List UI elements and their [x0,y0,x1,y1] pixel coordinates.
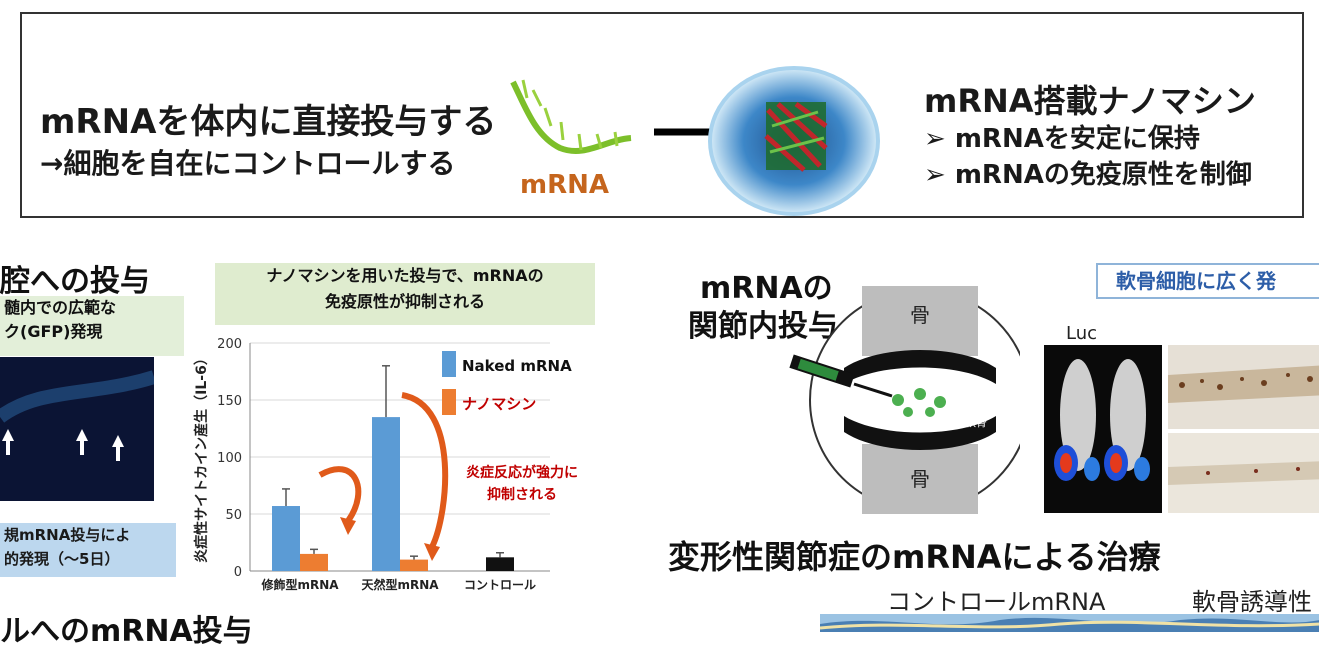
left-bottom-heading: ルへのmRNA投与 [0,614,253,649]
y-tick-label: 0 [234,565,242,580]
nanomachine-title: mRNA搭載ナノマシン [924,82,1256,120]
oa-treatment-title: 変形性関節症のmRNAによる治療 [668,538,1161,576]
histology-image-1 [1168,345,1319,429]
cartilage-expression-box: 軟骨細胞に広く発 [1096,263,1319,299]
x-tick-label: 天然型mRNA [361,577,439,592]
cartilage-inducing-label: 軟骨誘導性 [1192,588,1312,616]
injection-title: mRNAの 関節内投与 [688,270,838,346]
arrow-up-icon [2,429,124,461]
lead-subtitle: →細胞を自在にコントロールする [40,147,456,180]
decrease-arrow [318,466,362,523]
injection-title-line: 関節内投与 [688,309,838,344]
legend-swatch [442,351,456,377]
control-mrna-label: コントロールmRNA [887,588,1106,616]
bar [372,417,400,571]
left-caption-box: 髄内での広範な ク(GFP)発現 [0,296,184,356]
bullet-arrow-icon: ➢ [924,160,955,190]
joint-diagram: 骨 骨 軟骨 [789,286,1020,514]
x-tick-label: 修飾型mRNA [260,577,339,592]
luciferase-image [1044,345,1162,513]
y-axis-label: 炎症性サイトカイン産生（IL-6） [193,351,210,563]
legend-label: Naked mRNA [462,357,572,375]
nanomachine-image [708,66,880,216]
left-note-box: 規mRNA投与によ 的発現（〜5日） [0,523,176,577]
bone-bottom-label: 骨 [910,467,930,491]
y-tick-label: 150 [217,394,242,409]
lead-title: mRNAを体内に直接投与する [40,102,497,142]
decrease-arrowhead [340,517,356,535]
luc-label: Luc [1066,323,1098,344]
chart-title-line: ナノマシンを用いた投与で、mRNAの [266,266,544,285]
bone-top-label: 骨 [910,303,930,327]
bar [400,559,428,571]
decrease-arrow [401,392,449,549]
chart-annotation: 抑制される [487,486,557,503]
bar [272,506,300,571]
y-tick-label: 50 [225,508,242,523]
y-tick-label: 200 [217,337,242,352]
cartilage-label: 軟骨 [965,415,987,429]
bar [486,557,514,571]
legend-label: ナノマシン [462,395,536,413]
left-caption-line: ク(GFP)発現 [4,322,103,341]
syringe-icon [789,354,893,398]
y-tick-label: 100 [217,451,242,466]
left-note-line: 的発現（〜5日） [4,550,120,568]
fluorescence-image [0,357,154,501]
decrease-arrowhead [424,543,440,561]
x-tick-label: コントロール [464,578,536,592]
histology-image-2 [1168,433,1319,513]
il6-bar-chart: 0 50 100 150 200 炎症性サイトカイン産生（IL-6） 修飾型mRNA 天然型m… [193,337,578,592]
tissue-section-image [820,614,1319,632]
mrna-strand-icon [510,79,632,154]
left-caption-line: 髄内での広範な [4,298,117,317]
bullet-text: mRNAを安定に保持 [954,124,1200,154]
cartilage-expression-text: 軟骨細胞に広く発 [1116,269,1276,293]
chart-annotation: 炎症反応が強力に [466,464,578,481]
chart-title-box: ナノマシンを用いた投与で、mRNAの 免疫原性が抑制される [215,263,595,325]
bullet-arrow-icon: ➢ [924,124,955,154]
bullet-item: ➢ mRNAを安定に保持 [924,118,1200,155]
legend-swatch [442,389,456,415]
mrna-label: mRNA [520,170,609,200]
left-note-line: 規mRNA投与によ [4,526,131,544]
left-heading: 腔への投与 [0,264,150,299]
chart-title-line: 免疫原性が抑制される [324,292,485,311]
bar [300,553,328,571]
injection-title-line: mRNAの [700,271,833,306]
bullet-text: mRNAの免疫原性を制御 [954,160,1252,190]
summary-box [20,12,1304,218]
bullet-item: ➢ mRNAの免疫原性を制御 [924,154,1252,191]
